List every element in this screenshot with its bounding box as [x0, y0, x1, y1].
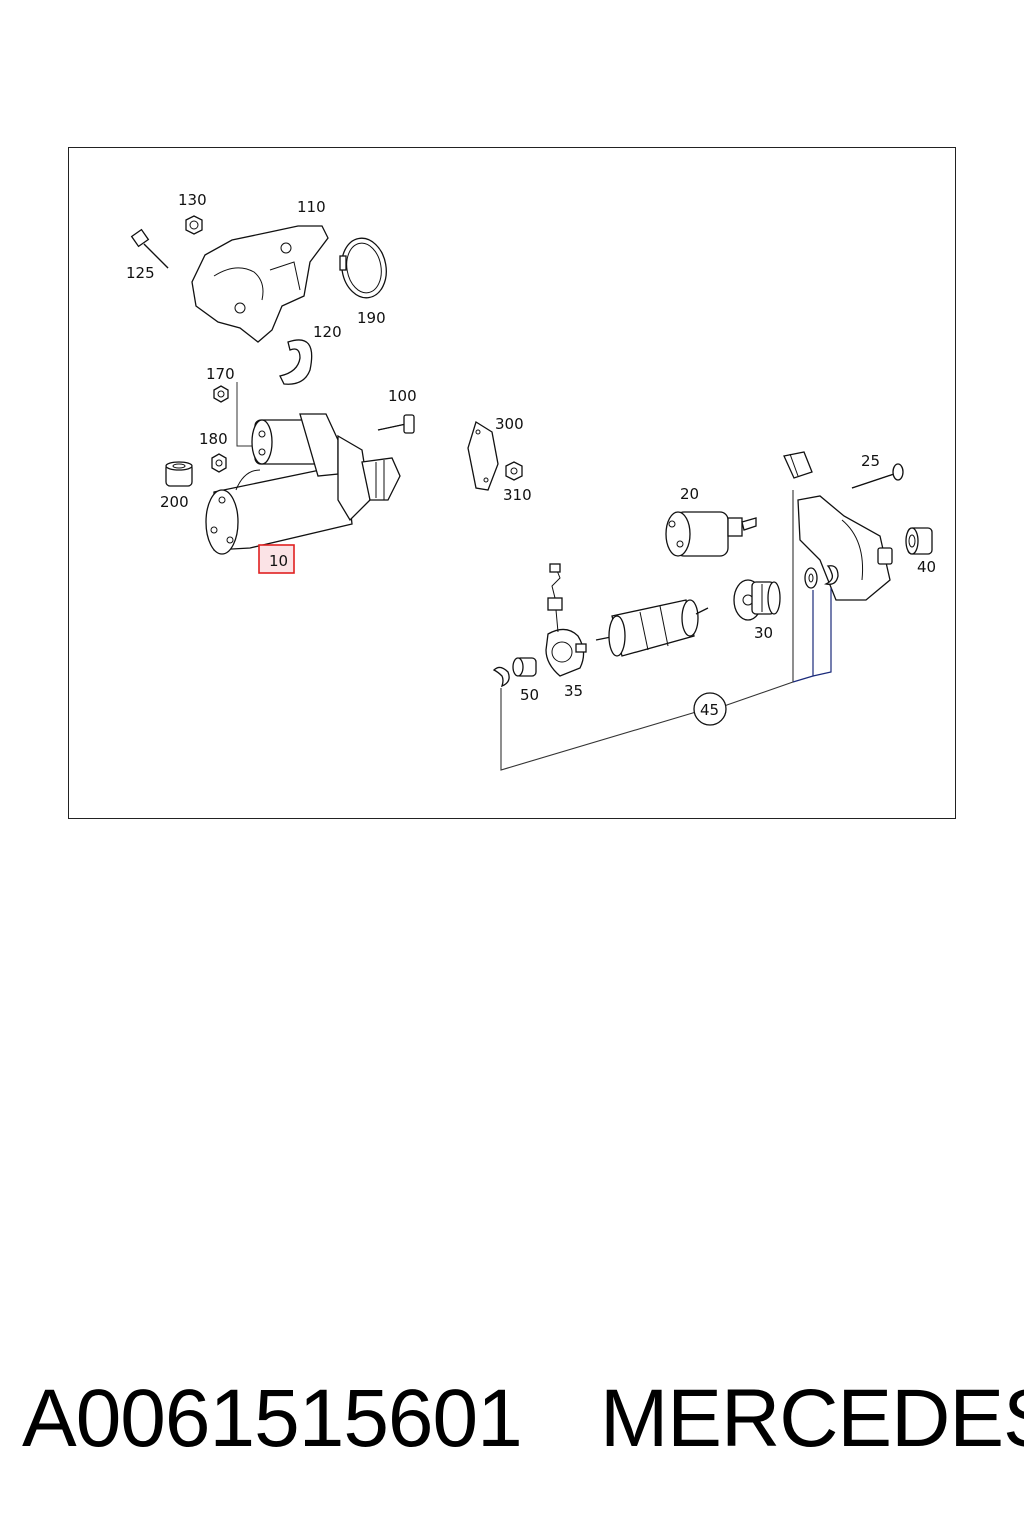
- part-number: A0061515601: [22, 1373, 523, 1464]
- part-170-nut[interactable]: [213, 385, 229, 403]
- label-25: 25: [861, 452, 880, 470]
- label-50: 50: [520, 686, 539, 704]
- part-190-clamp-band[interactable]: [337, 235, 391, 302]
- callout-45-circle: [693, 692, 727, 726]
- label-120: 120: [313, 323, 342, 341]
- label-110: 110: [297, 198, 326, 216]
- part-130-nut[interactable]: [185, 215, 203, 235]
- footer: A0061515601 MERCEDES: [22, 1372, 1024, 1472]
- part-25-through-bolt[interactable]: [851, 463, 904, 489]
- part-45-washer-1[interactable]: [804, 567, 818, 589]
- label-40: 40: [917, 558, 936, 576]
- label-100: 100: [388, 387, 417, 405]
- label-10: 10: [269, 552, 288, 570]
- part-120-half-clamp[interactable]: [279, 339, 313, 385]
- part-45-circlip-2[interactable]: [492, 666, 510, 688]
- label-20: 20: [680, 485, 699, 503]
- label-130: 130: [178, 191, 207, 209]
- label-200: 200: [160, 493, 189, 511]
- part-300-gasket[interactable]: [467, 421, 499, 491]
- brand-name: MERCEDES: [600, 1373, 1024, 1464]
- part-20-solenoid[interactable]: [665, 511, 757, 557]
- part-50-bush[interactable]: [512, 657, 537, 677]
- part-40-bush[interactable]: [905, 527, 933, 555]
- part-200-bush[interactable]: [165, 461, 193, 487]
- part-180-nut[interactable]: [211, 453, 227, 473]
- label-125: 125: [126, 264, 155, 282]
- armature[interactable]: [595, 599, 709, 657]
- label-35: 35: [564, 682, 583, 700]
- label-190: 190: [357, 309, 386, 327]
- part-10-starter-motor[interactable]: [205, 413, 401, 555]
- callout-10-highlight: [258, 544, 295, 574]
- part-310-nut[interactable]: [505, 461, 523, 481]
- label-300: 300: [495, 415, 524, 433]
- label-310: 310: [503, 486, 532, 504]
- drive-end-housing[interactable]: [797, 495, 893, 601]
- diagram-frame: [68, 147, 956, 819]
- label-45: 45: [700, 701, 719, 719]
- part-35-brush-holder[interactable]: [545, 563, 587, 677]
- part-100-bolt[interactable]: [377, 414, 415, 434]
- label-170: 170: [206, 365, 235, 383]
- part-30-drive-pinion[interactable]: [733, 579, 781, 621]
- part-110-bracket[interactable]: [191, 225, 329, 343]
- part-125-bolt[interactable]: [130, 228, 169, 269]
- part-45-insulator-block[interactable]: [783, 451, 813, 479]
- label-180: 180: [199, 430, 228, 448]
- label-30: 30: [754, 624, 773, 642]
- part-45-circlip-1[interactable]: [824, 565, 839, 585]
